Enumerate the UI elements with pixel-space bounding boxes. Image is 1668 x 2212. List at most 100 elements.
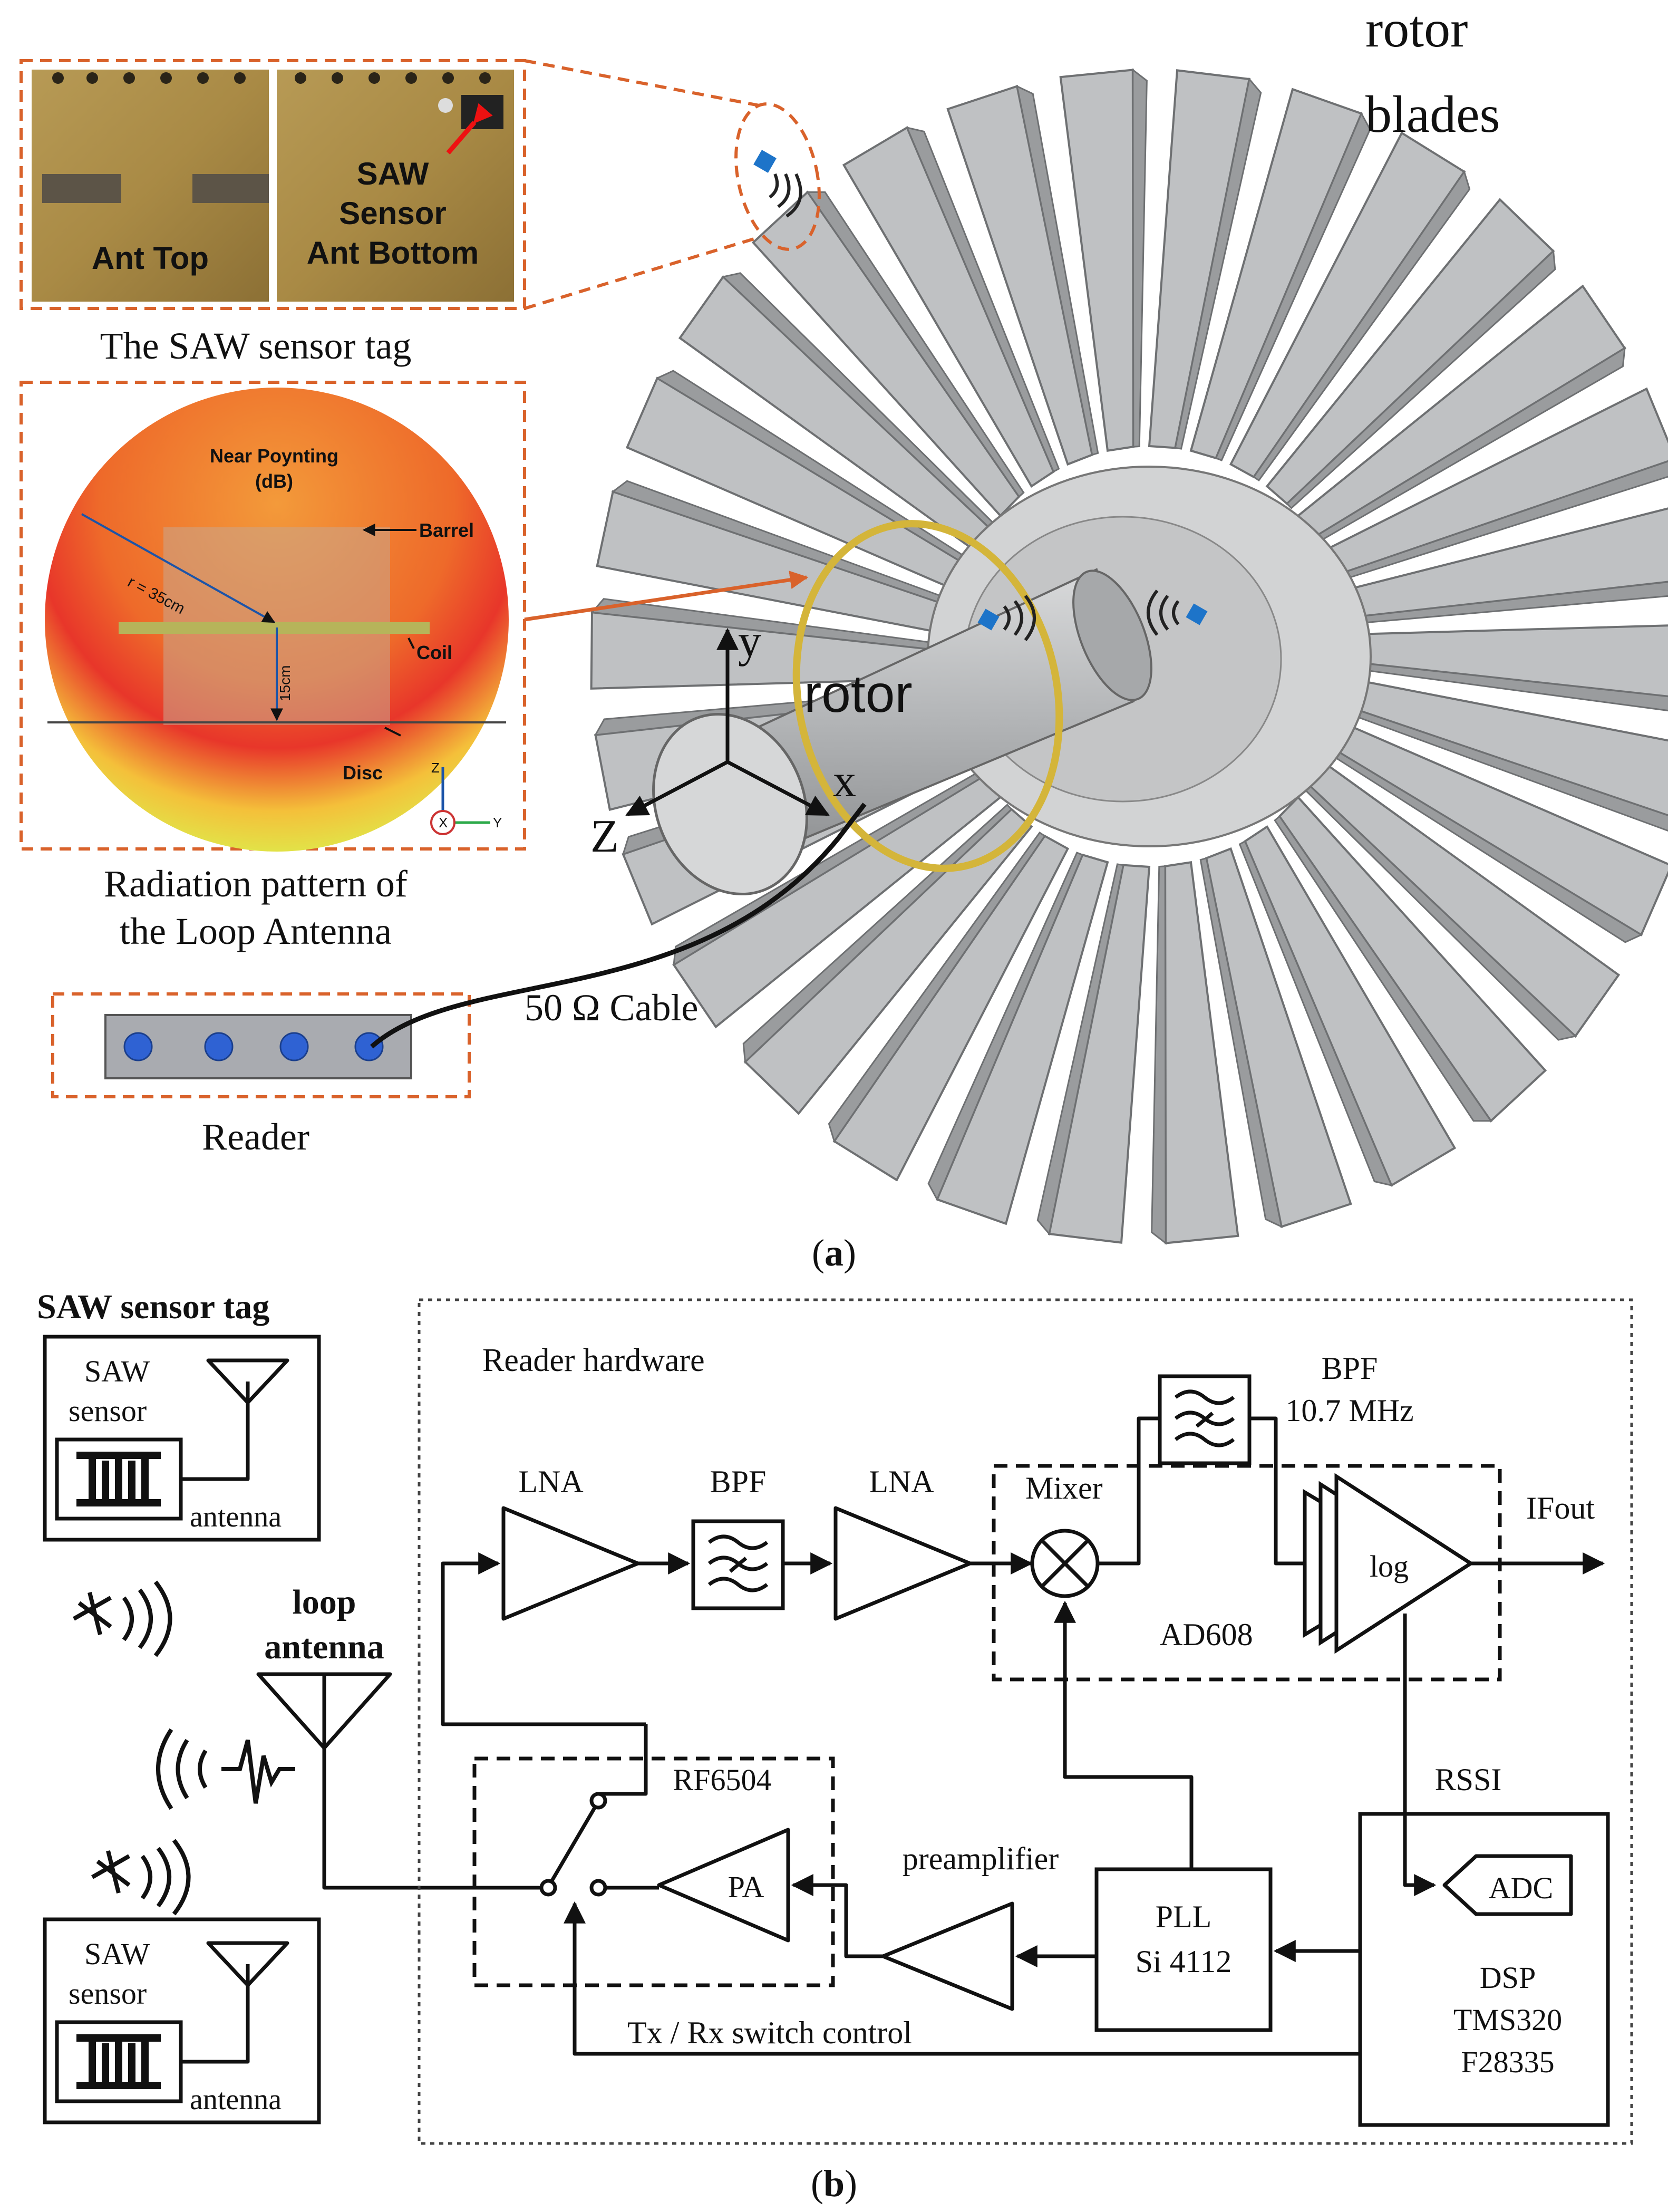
disc-label: Disc: [343, 762, 383, 784]
switch-control-wire: [564, 1901, 1360, 2056]
reader-frame: [51, 992, 471, 1098]
dsp-block: [1358, 1812, 1610, 2127]
ant-top-label: Ant Top: [92, 240, 209, 276]
preamplifier-symbol: [881, 1901, 1014, 2011]
saw-label-line3: Ant Bottom: [307, 235, 479, 271]
rotor-blade-edge: [906, 126, 1060, 473]
ad608-label: AD608: [1160, 1617, 1253, 1652]
sensor-tag-icon: [977, 608, 1000, 631]
reader-device: [51, 992, 471, 1098]
radiation-title-line2: (dB): [255, 470, 293, 492]
rotor-blade-edge: [1036, 863, 1124, 1236]
wireless-waves-icon: [1147, 590, 1180, 636]
saw-tag-bottom: SAW sensor antenna: [43, 1917, 321, 2124]
pa-symbol: [657, 1828, 790, 1943]
saw-chip-icon: [461, 95, 503, 129]
bpf1-filter-icon: [691, 1519, 785, 1610]
rotor-blade-edge: [1286, 249, 1556, 509]
rotor-label: rotor: [804, 664, 913, 723]
log-label: log: [1370, 1549, 1409, 1583]
bpf2-label-line2: 10.7 MHz: [1285, 1393, 1413, 1428]
rotor-blade-edge: [1274, 815, 1492, 1122]
reader-hardware-frame: [418, 1298, 1633, 2145]
bpf2-label-line1: BPF: [1322, 1351, 1378, 1386]
pll-label-line2: Si 4112: [1136, 1944, 1232, 1979]
caption-a-letter: a: [825, 1232, 843, 1274]
rotor-blade-edge: [806, 191, 1025, 498]
log-amplifier-icon: [1303, 1473, 1475, 1654]
bpf1-label: BPF: [710, 1464, 767, 1499]
radiation-caption-line1: Radiation pattern of: [104, 863, 408, 905]
rotor-axes: [625, 627, 830, 817]
coil-shape: [119, 622, 430, 634]
saw-sensor-tag-title: SAW sensor tag: [37, 1288, 269, 1326]
rotor-blade-edge: [1016, 84, 1099, 456]
rotor-blades-label-line2: blades: [1365, 85, 1500, 143]
sensor-tag-icon: [753, 150, 777, 173]
wireless-signal-bottom: [91, 1839, 191, 1916]
panel-b: SAW sensor tag SAW sensor antenna loop a…: [37, 1288, 1633, 2205]
saw-label-line1: SAW: [357, 156, 429, 191]
saw-tag-top-frame: [43, 1335, 321, 1542]
saw-tag-photo: Ant Top SAW Sensor Ant Bottom: [20, 59, 526, 310]
rotor-blade-edge: [1174, 77, 1262, 450]
loop-antenna-label-line1: loop: [292, 1583, 356, 1621]
axis-y-label: y: [738, 616, 761, 667]
rssi-label: RSSI: [1435, 1762, 1502, 1797]
rotor-blade-edge: [828, 831, 1046, 1143]
panel-a: y x Z rotor rotor blades Ant Top SAW Sen…: [20, 0, 1668, 1274]
saw-tag-top: SAW sensor antenna: [43, 1335, 321, 1542]
sensor-tag-icon: [1186, 603, 1208, 625]
coordinate-triad-icon: Z X Y: [430, 760, 502, 835]
saw-label-line2: Sensor: [339, 196, 446, 231]
caption-a: (a): [812, 1232, 856, 1274]
lna1-symbol: [501, 1506, 640, 1621]
saw-tag-bottom-sensor-line1: SAW: [84, 1937, 150, 1971]
preamplifier-label: preamplifier: [903, 1841, 1059, 1876]
rotor-blade-edge: [1132, 68, 1148, 448]
idt-icon: [76, 1452, 161, 1506]
triad-z-label: Z: [431, 760, 440, 776]
rotor-blades-label-line1: rotor: [1365, 0, 1468, 58]
loop-antenna-label-line2: antenna: [264, 1628, 384, 1666]
antenna-icon: [206, 1941, 289, 1987]
wireless-waves-icon: [1003, 595, 1036, 641]
switch-control-label: Tx / Rx switch control: [627, 2015, 912, 2050]
antenna-feed-wire: [322, 1674, 543, 1890]
saw-tag-bottom-sensor-line2: sensor: [69, 1976, 147, 2011]
mixer-symbol-icon: [1030, 1529, 1100, 1598]
rssi-wire: [1403, 1614, 1437, 1896]
lna2-symbol: [833, 1506, 972, 1621]
rotor-blade-edge: [1238, 840, 1393, 1187]
saw-tag-bottom-antenna: antenna: [190, 2083, 282, 2116]
loop-antenna-ring: [792, 520, 1063, 872]
reader-label: Reader: [202, 1116, 309, 1158]
saw-tag-top-sensor-line2: sensor: [69, 1394, 147, 1428]
rotor-blade-edge: [1253, 170, 1471, 482]
lna1-label: LNA: [518, 1464, 583, 1499]
idt-icon: [76, 2034, 161, 2089]
antenna-icon: [206, 1358, 289, 1405]
dsp-label-line3: F28335: [1461, 2045, 1554, 2079]
mixer-label: Mixer: [1025, 1471, 1103, 1505]
leader-line-bottom: [524, 236, 760, 310]
rotor-blade-edge: [1199, 857, 1283, 1229]
radiation-title-line1: Near Poynting: [210, 445, 338, 467]
ifout-label: IFout: [1526, 1491, 1595, 1525]
caption-b: (b): [811, 2162, 857, 2205]
barrel-label: Barrel: [419, 519, 474, 541]
adc-symbol: [1442, 1854, 1573, 1916]
saw-tag-frame: [20, 59, 526, 310]
wireless-pulse-icon: [156, 1728, 295, 1810]
rx-feed-wire: [441, 1552, 646, 1726]
triad-y-label: Y: [493, 815, 502, 830]
tx-rx-switch-icon[interactable]: [539, 1724, 659, 1897]
saw-tag-bottom-frame: [43, 1917, 321, 2124]
coil-label: Coil: [416, 642, 452, 663]
reader-hardware-label: Reader hardware: [482, 1342, 705, 1378]
adc-label: ADC: [1489, 1871, 1553, 1905]
rf6504-frame: [472, 1756, 835, 1987]
triad-x-label: X: [439, 815, 448, 830]
height-label: 15cm: [277, 665, 293, 701]
leader-line-top: [524, 59, 760, 107]
